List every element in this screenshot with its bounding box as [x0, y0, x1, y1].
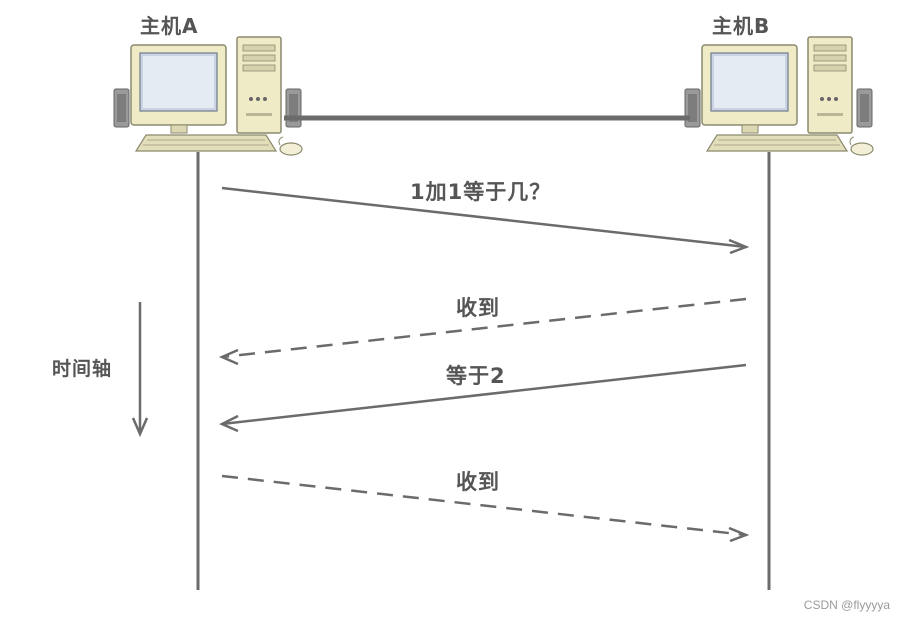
- message-label-4: 收到: [456, 470, 500, 494]
- host-a-computer-icon: [113, 36, 303, 156]
- message-arrowhead-4: [728, 526, 750, 543]
- message-arrow-1: [221, 186, 747, 249]
- host-b-label: 主机B: [712, 14, 771, 38]
- timeline-arrowhead: [131, 417, 149, 438]
- message-arrow-2: [221, 297, 747, 359]
- timeline-label: 时间轴: [52, 358, 113, 380]
- message-arrow-3: [221, 363, 747, 426]
- watermark-text: CSDN @flyyyya: [803, 598, 890, 612]
- host-a-label: 主机A: [140, 14, 199, 38]
- host-b-computer-icon: [684, 36, 874, 156]
- message-label-1: 1加1等于几？: [410, 180, 552, 204]
- message-arrow-4: [221, 474, 747, 537]
- message-label-3: 等于2: [446, 364, 506, 388]
- message-arrowhead-2: [218, 348, 239, 366]
- message-label-2: 收到: [456, 296, 500, 320]
- message-arrowhead-3: [219, 414, 239, 433]
- message-arrowhead-1: [728, 238, 750, 255]
